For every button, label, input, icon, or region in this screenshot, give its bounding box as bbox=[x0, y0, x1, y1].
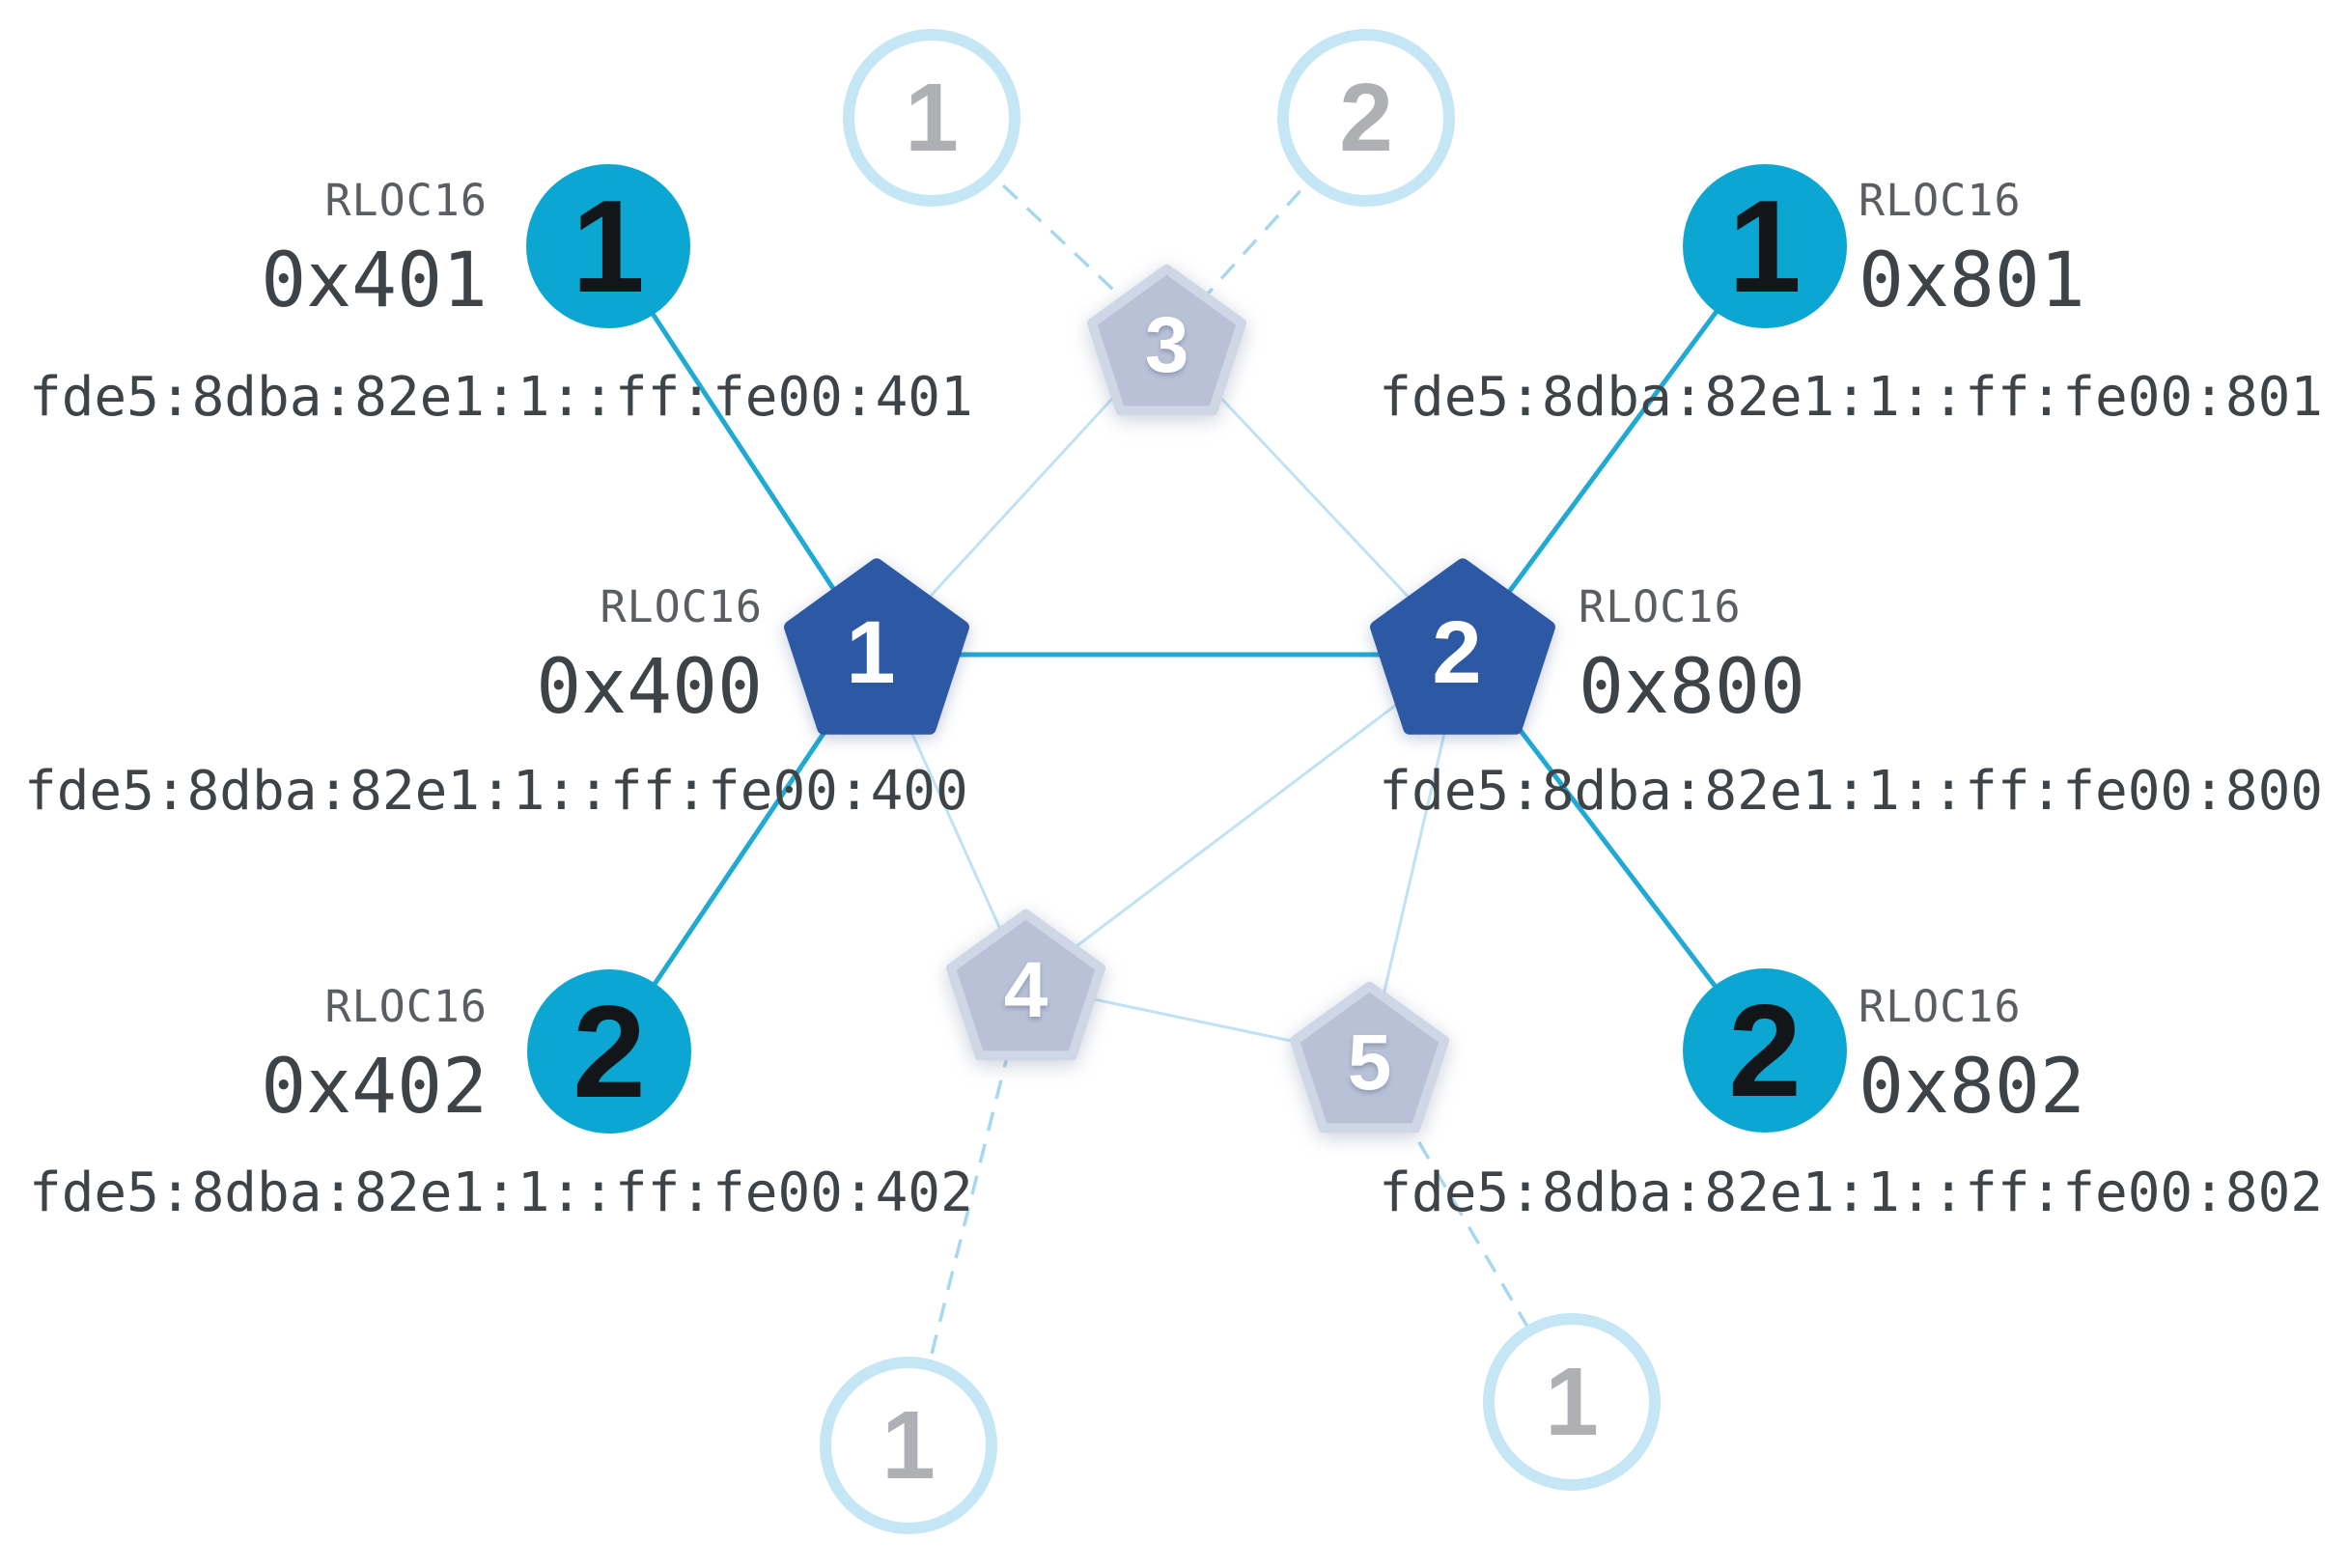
router-1-ipv6-address: fde5:8dba:82e1:1::ff:fe00:400 bbox=[24, 760, 968, 823]
child-802-rloc-label: RLOC16 bbox=[1859, 981, 2022, 1032]
child-802-node: 2 bbox=[1683, 968, 1847, 1133]
link-child801-router2 bbox=[1460, 244, 1768, 657]
child-401-rloc-group: RLOC16 0x401 bbox=[261, 179, 488, 319]
child-401-ipv6-address: fde5:8dba:82e1:1::ff:fe00:401 bbox=[29, 366, 973, 429]
child-802-rloc-value: 0x802 bbox=[1859, 1044, 2085, 1131]
inactive-child-top-2-digit: 2 bbox=[1339, 64, 1393, 172]
inactive-router-3-pentagon-shape bbox=[1087, 264, 1246, 416]
child-801-rloc-label: RLOC16 bbox=[1859, 175, 2022, 226]
inactive-child-top-1-digit: 1 bbox=[905, 64, 959, 172]
child-401-node: 1 bbox=[526, 164, 690, 328]
child-402-rloc-label: RLOC16 bbox=[324, 981, 488, 1032]
child-401-rloc-label: RLOC16 bbox=[324, 175, 488, 226]
child-802-digit: 2 bbox=[1728, 977, 1802, 1124]
inactive-router-4-node: 4 bbox=[946, 909, 1105, 1061]
child-802-ipv6-address: fde5:8dba:82e1:1::ff:fe00:802 bbox=[1379, 1162, 2323, 1224]
child-402-rloc-group: RLOC16 0x402 bbox=[261, 985, 488, 1125]
router-2-rloc-value: 0x800 bbox=[1579, 644, 1805, 731]
inactive-router-3-digit: 3 bbox=[1144, 301, 1189, 389]
router-2-rloc-group: RLOC16 0x800 bbox=[1579, 585, 1805, 725]
inactive-child-bottom-left-node: 1 bbox=[820, 1357, 997, 1534]
inactive-child-bottom-right-digit: 1 bbox=[1545, 1348, 1599, 1456]
inactive-child-top-2-node: 2 bbox=[1277, 29, 1455, 207]
child-801-rloc-group: RLOC16 0x801 bbox=[1859, 179, 2085, 319]
router-2-digit: 2 bbox=[1432, 602, 1482, 702]
inactive-router-3-node: 3 bbox=[1087, 264, 1246, 416]
router-1-digit: 1 bbox=[846, 602, 896, 702]
router-1-node: 1 bbox=[784, 558, 969, 735]
inactive-router-5-digit: 5 bbox=[1347, 1019, 1392, 1106]
router-2-rloc-label: RLOC16 bbox=[1579, 581, 1742, 632]
child-402-digit: 2 bbox=[573, 978, 646, 1125]
router-1-rloc-value: 0x400 bbox=[536, 644, 763, 731]
inactive-child-bottom-right-node: 1 bbox=[1483, 1313, 1661, 1491]
child-402-ipv6-address: fde5:8dba:82e1:1::ff:fe00:402 bbox=[29, 1162, 973, 1224]
router-2-node: 2 bbox=[1370, 558, 1555, 735]
child-401-rloc-value: 0x401 bbox=[261, 238, 488, 324]
inactive-router-4-digit: 4 bbox=[1003, 946, 1048, 1034]
inactive-router-5-pentagon-shape bbox=[1290, 981, 1449, 1134]
router-1-rloc-group: RLOC16 0x400 bbox=[536, 585, 763, 725]
child-401-digit: 1 bbox=[572, 173, 645, 320]
inactive-child-bottom-left-digit: 1 bbox=[881, 1391, 936, 1499]
child-402-rloc-value: 0x402 bbox=[261, 1044, 488, 1131]
inactive-router-5-node: 5 bbox=[1290, 981, 1449, 1134]
inactive-child-top-1-node: 1 bbox=[843, 29, 1020, 207]
router-1-pentagon-shape bbox=[784, 558, 969, 735]
inactive-router-4-pentagon-shape bbox=[946, 909, 1105, 1061]
router-2-pentagon-shape bbox=[1370, 558, 1555, 735]
child-402-node: 2 bbox=[527, 969, 691, 1134]
child-801-node: 1 bbox=[1683, 164, 1847, 328]
link-router2-router4 bbox=[1024, 653, 1464, 987]
router-1-rloc-label: RLOC16 bbox=[600, 581, 763, 632]
router-2-ipv6-address: fde5:8dba:82e1:1::ff:fe00:800 bbox=[1379, 760, 2323, 823]
child-801-rloc-value: 0x801 bbox=[1859, 238, 2085, 324]
child-802-rloc-group: RLOC16 0x802 bbox=[1859, 985, 2085, 1125]
child-801-digit: 1 bbox=[1728, 173, 1802, 320]
child-801-ipv6-address: fde5:8dba:82e1:1::ff:fe00:801 bbox=[1379, 366, 2323, 429]
